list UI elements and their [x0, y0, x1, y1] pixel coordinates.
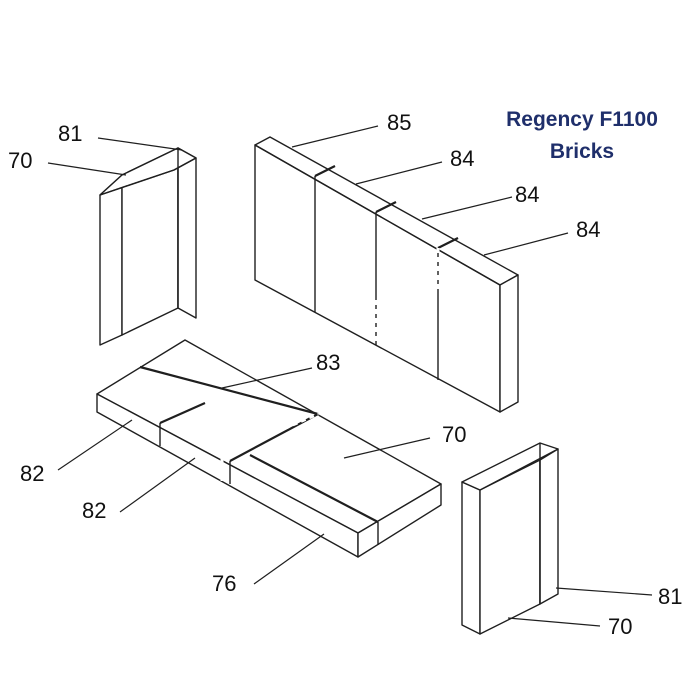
right-brick-front-face [479, 459, 541, 635]
back-wall-end-face [499, 274, 519, 413]
left-side-brick [99, 147, 197, 346]
leader-back-4 [483, 232, 569, 256]
left-brick-side-face [99, 174, 123, 346]
callout-back-2: 84 [450, 146, 474, 171]
leader-lines [47, 125, 653, 627]
callout-floor-right: 70 [442, 422, 466, 447]
leader-floor-left-a [57, 419, 133, 471]
floor-end-face [357, 483, 442, 558]
callout-back-top: 85 [387, 110, 411, 135]
back-wall-bricks [254, 136, 519, 413]
right-side-brick [461, 442, 559, 635]
back-wall-top-seam-3 [437, 237, 459, 249]
left-brick-end-face [177, 147, 197, 319]
back-wall-top-front-edge [254, 144, 501, 286]
leader-right-top [555, 587, 653, 596]
leader-back-3 [421, 196, 513, 220]
callout-back-4: 84 [576, 217, 600, 242]
callout-left-bottom: 70 [8, 148, 32, 173]
callout-right-top: 81 [658, 584, 682, 609]
callout-back-3: 84 [515, 182, 539, 207]
floor-ghost-2 [234, 412, 319, 452]
right-brick-top-face [461, 442, 559, 491]
callout-labels: 81 70 85 84 84 84 83 70 82 82 76 81 70 [8, 110, 682, 639]
floor-seam-long [139, 365, 319, 416]
title-line-1: Regency F1100 [506, 108, 658, 131]
callout-floor-left-a: 82 [20, 461, 44, 486]
leader-back-top [291, 125, 379, 148]
callout-floor-left-b: 82 [82, 498, 106, 523]
leader-back-2 [355, 161, 443, 185]
title-line-2: Bricks [550, 140, 614, 163]
back-wall-top-seam-1 [314, 165, 336, 177]
floor-seam-short-1 [159, 401, 206, 425]
diagram-title: Regency F1100 Bricks [506, 108, 658, 163]
leader-floor-front [253, 533, 325, 585]
floor-seam-long-2 [249, 454, 379, 523]
leader-left-bottom [47, 162, 127, 176]
right-brick-end-face [539, 448, 559, 605]
leader-floor-left-b [119, 457, 196, 513]
callout-left-top: 81 [58, 121, 82, 146]
leader-right-bottom [507, 617, 601, 627]
left-brick-top-edge [99, 169, 175, 196]
back-wall-top-seam-2 [375, 201, 397, 213]
leader-floor-right [343, 437, 431, 459]
callout-right-bottom: 70 [608, 614, 632, 639]
leader-floor-center [221, 367, 313, 389]
callout-floor-front: 76 [212, 571, 236, 596]
leader-left-top [97, 137, 183, 151]
floor-bricks [96, 339, 442, 558]
right-brick-side-face [461, 481, 481, 635]
callout-floor-center: 83 [316, 350, 340, 375]
